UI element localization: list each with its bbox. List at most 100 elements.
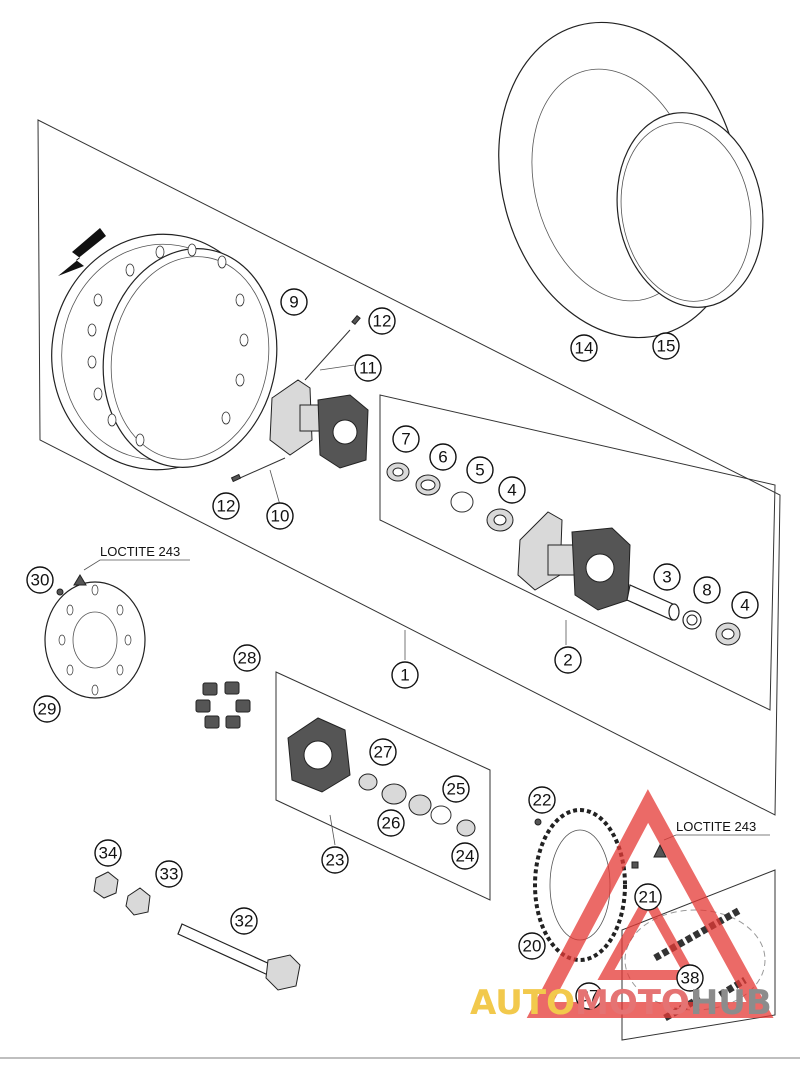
- loctite-drop-2-icon: [653, 843, 667, 858]
- callout-25-text: 25: [447, 780, 466, 799]
- callout-21-text: 21: [639, 888, 658, 907]
- hub-assembly-panel: [379, 394, 776, 711]
- callout-15-text: 15: [657, 337, 676, 356]
- callout-29: 29: [33, 695, 61, 723]
- callout-7: 7: [392, 425, 420, 453]
- callout-11-text: 11: [359, 359, 377, 378]
- callout-5-text: 5: [475, 461, 484, 480]
- callout-23-text: 23: [326, 851, 345, 870]
- callout-3-text: 3: [662, 568, 671, 587]
- bearing-7: [386, 462, 410, 482]
- sprocket-carrier-part: [287, 717, 351, 793]
- callout-4b: 4: [731, 591, 759, 619]
- leader-lines: [269, 364, 567, 846]
- callout-12a: 12: [368, 307, 396, 335]
- callout-24-text: 24: [456, 847, 475, 866]
- nipple-12-bottom: [230, 473, 242, 483]
- loctite-leader-1: [83, 559, 190, 571]
- spoke-11: [304, 329, 351, 381]
- callout-37-text: 37: [580, 987, 599, 1006]
- hub-2-part: [517, 511, 631, 611]
- loctite-note-2: LOCTITE 243: [676, 819, 756, 834]
- callout-4a: 4: [498, 476, 526, 504]
- callout-8-text: 8: [702, 581, 711, 600]
- carrier-assembly-panel: [275, 671, 491, 901]
- callout-5: 5: [466, 456, 494, 484]
- callout-12b-text: 12: [217, 497, 236, 516]
- callout-4a-text: 4: [507, 481, 516, 500]
- part-25: [430, 805, 452, 825]
- callout-12a-text: 12: [373, 312, 392, 331]
- callout-10: 10: [266, 502, 294, 530]
- callout-10-text: 10: [271, 507, 290, 526]
- callout-30: 30: [26, 566, 54, 594]
- callout-30-text: 30: [31, 571, 50, 590]
- callout-20-text: 20: [523, 937, 542, 956]
- callout-26: 26: [377, 809, 405, 837]
- part-24: [456, 819, 476, 837]
- callout-27-text: 27: [374, 743, 393, 762]
- callout-11: 11: [354, 354, 382, 382]
- brake-disc-part: [44, 581, 146, 699]
- damper-rubbers-28: [195, 681, 251, 729]
- disc-screw-30: [56, 588, 64, 596]
- loctite-note-1: LOCTITE 243: [100, 544, 180, 559]
- bearing-4-left: [486, 508, 514, 532]
- watermark-text: AUTOMOTOHUB: [470, 983, 772, 1023]
- callout-1: 1: [391, 661, 419, 689]
- callout-labels: 1 2 3 4 4 5 6 7 8 9 10 11 12 12 14 15 20…: [26, 288, 759, 1010]
- axle-32: [177, 923, 301, 991]
- callout-22-text: 22: [533, 791, 552, 810]
- callout-24: 24: [451, 842, 479, 870]
- callout-2-text: 2: [563, 651, 572, 670]
- callout-37: 37: [575, 982, 603, 1010]
- callout-22: 22: [528, 786, 556, 814]
- callout-34: 34: [94, 839, 122, 867]
- callout-38-text: 38: [681, 969, 700, 988]
- callout-12b: 12: [212, 492, 240, 520]
- spoke-10: [239, 457, 286, 479]
- part-26-seal: [408, 794, 432, 816]
- callout-38: 38: [676, 964, 704, 992]
- callout-32: 32: [230, 907, 258, 935]
- callout-1-text: 1: [400, 666, 409, 685]
- callout-14: 14: [570, 334, 598, 362]
- callout-33: 33: [155, 860, 183, 888]
- callout-6: 6: [429, 443, 457, 471]
- callout-23: 23: [321, 846, 349, 874]
- watermark-part-1: AUTO: [470, 983, 575, 1023]
- ring-8: [682, 610, 702, 630]
- sprocket-screw-21: [631, 861, 639, 869]
- loctite-drop-icon: [73, 574, 87, 586]
- rim-part: [51, 233, 278, 471]
- callout-29-text: 29: [38, 700, 57, 719]
- callout-6-text: 6: [438, 448, 447, 467]
- callout-9-text: 9: [289, 293, 298, 312]
- callout-34-text: 34: [99, 844, 118, 863]
- wheel-hub-part: [269, 379, 369, 469]
- callout-26-text: 26: [382, 814, 401, 833]
- rotation-arrow-icon: [58, 228, 106, 276]
- nipple-12-top: [351, 314, 361, 326]
- callout-33-text: 33: [160, 865, 179, 884]
- axle-nut-34: [93, 871, 119, 899]
- spacer-3: [626, 584, 680, 621]
- callout-14-text: 14: [575, 339, 594, 358]
- seal-6: [415, 474, 441, 496]
- part-27: [358, 773, 378, 791]
- watermark-triangle-icon: [526, 789, 774, 1018]
- callout-4b-text: 4: [740, 596, 749, 615]
- callout-21: 21: [634, 883, 662, 911]
- callout-3: 3: [653, 563, 681, 591]
- wheel-assembly-panel: [37, 119, 781, 816]
- watermark-part-3: HUB: [690, 983, 772, 1023]
- callout-20: 20: [518, 932, 546, 960]
- callout-15: 15: [652, 332, 680, 360]
- loctite-leader-2: [663, 834, 770, 841]
- callout-7-text: 7: [401, 430, 410, 449]
- callout-2: 2: [554, 646, 582, 674]
- part-26-bearing: [381, 783, 407, 805]
- sprocket-nut-22: [534, 818, 542, 826]
